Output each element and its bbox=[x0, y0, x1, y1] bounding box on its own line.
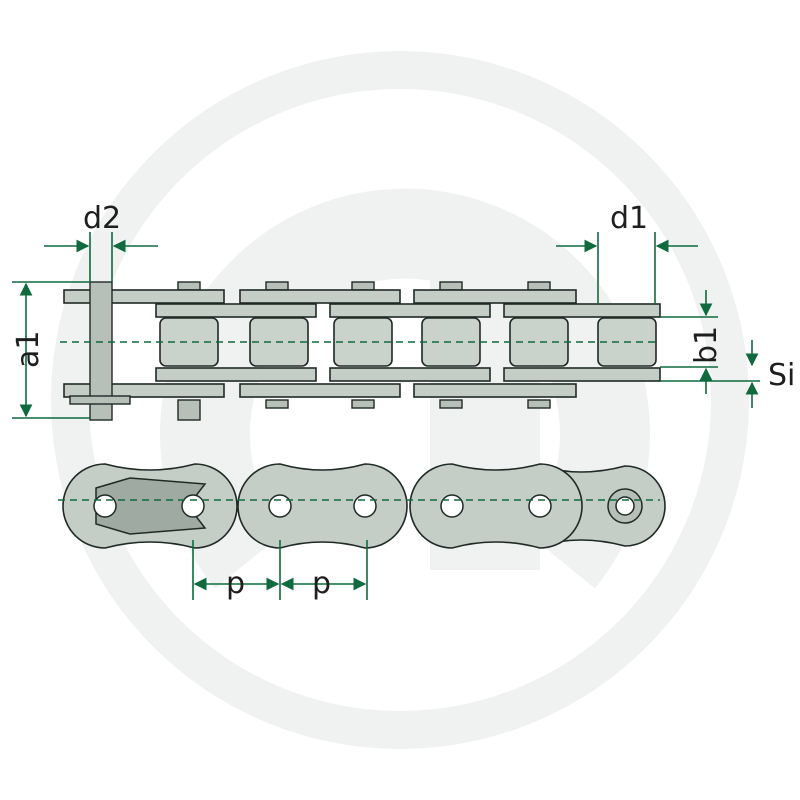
pin-head bbox=[439, 281, 463, 291]
pin-hole bbox=[353, 494, 377, 518]
inner-plate-bottom bbox=[329, 367, 491, 382]
pin-hole bbox=[528, 494, 552, 518]
chain-side-view bbox=[58, 463, 666, 549]
pin-head bbox=[351, 399, 375, 409]
outer-side-plate bbox=[237, 463, 408, 549]
pin-head bbox=[439, 399, 463, 409]
pin-head bbox=[265, 399, 289, 409]
pin-hole bbox=[440, 494, 464, 518]
outer-plate-top bbox=[413, 289, 577, 304]
inner-plate-bottom bbox=[503, 367, 661, 382]
pin-hole bbox=[268, 494, 292, 518]
pin-head bbox=[527, 281, 551, 291]
pin-hole bbox=[181, 494, 205, 518]
pin-head bbox=[177, 399, 201, 421]
label-pitch-left: p bbox=[226, 566, 245, 601]
dim-d2: d2 bbox=[44, 201, 158, 282]
label-d2: d2 bbox=[83, 201, 121, 236]
dim-b1: b1 bbox=[660, 290, 724, 394]
outer-side-plate bbox=[409, 463, 583, 549]
outer-plate-top bbox=[63, 289, 225, 304]
pin-head bbox=[177, 281, 201, 291]
pin-clip bbox=[69, 395, 131, 405]
inner-plate-top bbox=[503, 303, 661, 318]
dim-si: Si bbox=[660, 340, 795, 408]
outer-plate-bottom bbox=[63, 383, 225, 398]
label-a1: a1 bbox=[11, 331, 46, 368]
outer-plate-bottom bbox=[413, 383, 577, 398]
pin-hole bbox=[93, 494, 117, 518]
dim-d1: d1 bbox=[556, 201, 698, 304]
inner-plate-top bbox=[155, 303, 317, 318]
label-b1: b1 bbox=[689, 326, 724, 364]
label-pitch-right: p bbox=[312, 566, 331, 601]
watermark-logo bbox=[51, 51, 749, 749]
inner-plate-bottom bbox=[155, 367, 317, 382]
pin-head bbox=[527, 399, 551, 409]
outer-plate-top bbox=[239, 289, 401, 304]
dim-a1: a1 bbox=[11, 281, 90, 419]
label-d1: d1 bbox=[610, 201, 648, 236]
outer-plate-bottom bbox=[239, 383, 401, 398]
chain-top-view bbox=[60, 281, 661, 421]
pin-head bbox=[351, 281, 375, 291]
connecting-pin bbox=[89, 281, 113, 421]
pin-heads-bottom bbox=[177, 399, 551, 421]
inner-plate-top bbox=[329, 303, 491, 318]
pin-hole bbox=[615, 496, 635, 516]
pin-head bbox=[265, 281, 289, 291]
label-si: Si bbox=[768, 358, 795, 393]
dim-pitch: p p bbox=[192, 540, 368, 601]
